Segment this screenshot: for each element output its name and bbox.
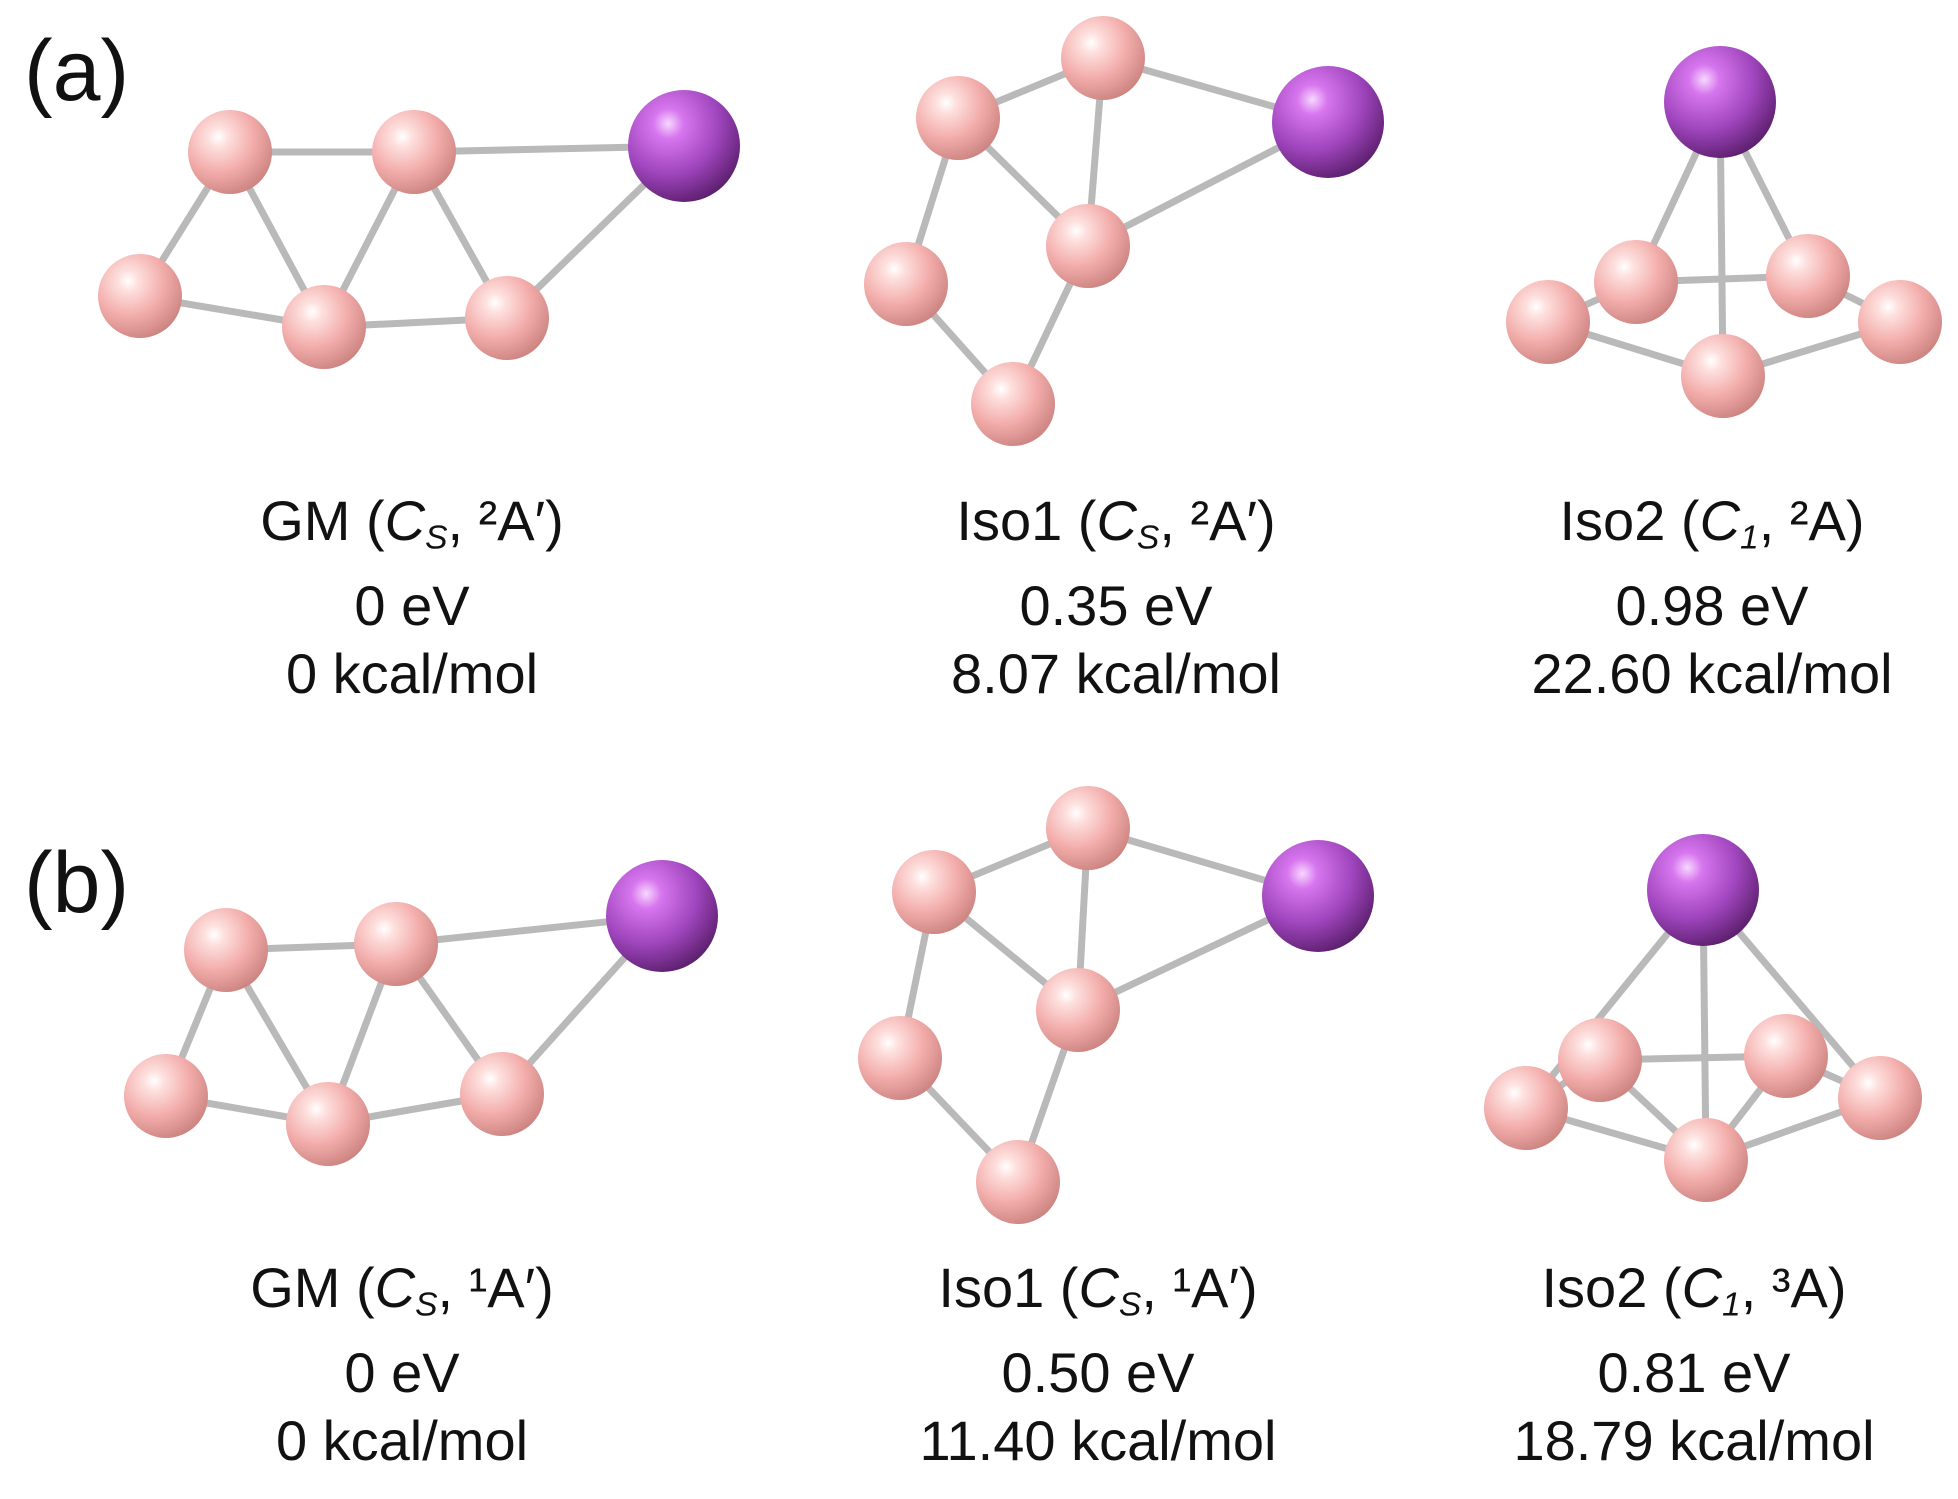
a-iso2-host-atom [1681,334,1765,418]
caption-a-iso2: Iso2 (C1, ²A) 0.98 eV 22.60 kcal/mol [1432,487,1958,708]
caption-a-iso1: Iso1 (CS, ²A′) 0.35 eV 8.07 kcal/mol [836,487,1396,708]
b-gm-host-atom [286,1082,370,1166]
energy-kcal: 22.60 kcal/mol [1531,642,1893,706]
energy-ev: 0 eV [354,574,470,638]
b-iso1-host-atom [1036,968,1120,1052]
energy-ev: 0.98 eV [1615,574,1809,638]
energy-kcal: 11.40 kcal/mol [919,1409,1277,1473]
energy-kcal: 18.79 kcal/mol [1513,1409,1875,1473]
structure-title: GM (CS, ¹A′) [250,1256,554,1324]
caption-b-gm: GM (CS, ¹A′) 0 eV 0 kcal/mol [122,1254,682,1475]
caption-b-iso2: Iso2 (C1, ³A) 0.81 eV 18.79 kcal/mol [1414,1254,1958,1475]
a-iso1-host-atom [916,76,1000,160]
a-gm-host-atom [282,285,366,369]
a-iso1-host-atom [864,242,948,326]
a-iso1-dopant-atom [1272,66,1384,178]
a-iso1-host-atom [1061,16,1145,100]
energy-kcal: 0 kcal/mol [275,1409,529,1473]
a-gm-host-atom [188,110,272,194]
b-iso2-host-atom [1484,1066,1568,1150]
b-iso1-host-atom [976,1140,1060,1224]
b-iso2-host-atom [1558,1018,1642,1102]
energy-ev: 0.35 eV [1019,574,1213,638]
a-iso2-host-atom [1506,280,1590,364]
structure-title: Iso1 (CS, ¹A′) [938,1256,1258,1324]
a-iso2-host-atom [1858,280,1942,364]
b-iso2-dopant-atom [1647,834,1759,946]
structure-title: Iso2 (C1, ³A) [1541,1256,1847,1324]
structure-title: Iso2 (C1, ²A) [1559,489,1865,557]
caption-a-gm: GM (CS, ²A′) 0 eV 0 kcal/mol [132,487,692,708]
energy-ev: 0 eV [344,1341,460,1405]
a-gm-dopant-atom [628,90,740,202]
a-gm-host-atom [465,276,549,360]
panel-label-b: (b) [24,835,130,931]
structure-title: Iso1 (CS, ²A′) [956,489,1276,557]
b-gm-host-atom [460,1052,544,1136]
panel-label-a: (a) [24,23,130,119]
energy-ev: 0.50 eV [1001,1341,1195,1405]
b-iso2-host-atom [1744,1014,1828,1098]
b-iso1-dopant-atom [1262,840,1374,952]
energy-ev: 0.81 eV [1597,1341,1791,1405]
a-iso2-host-atom [1766,234,1850,318]
a-gm-host-atom [372,110,456,194]
b-iso2-host-atom [1838,1056,1922,1140]
b-iso1-host-atom [858,1016,942,1100]
b-gm-host-atom [184,908,268,992]
a-iso1-host-atom [971,362,1055,446]
a-iso2-host-atom [1594,240,1678,324]
a-iso2-dopant-atom [1664,46,1776,158]
a-gm-host-atom [98,254,182,338]
b-gm-host-atom [124,1054,208,1138]
caption-b-iso1: Iso1 (CS, ¹A′) 0.50 eV 11.40 kcal/mol [818,1254,1378,1475]
b-iso1-host-atom [1046,786,1130,870]
b-gm-host-atom [354,902,438,986]
a-iso1-host-atom [1046,204,1130,288]
b-iso2-host-atom [1664,1118,1748,1202]
structure-title: GM (CS, ²A′) [260,489,564,557]
energy-kcal: 8.07 kcal/mol [951,642,1281,706]
b-iso1-host-atom [892,850,976,934]
energy-kcal: 0 kcal/mol [285,642,539,706]
b-gm-dopant-atom [606,860,718,972]
